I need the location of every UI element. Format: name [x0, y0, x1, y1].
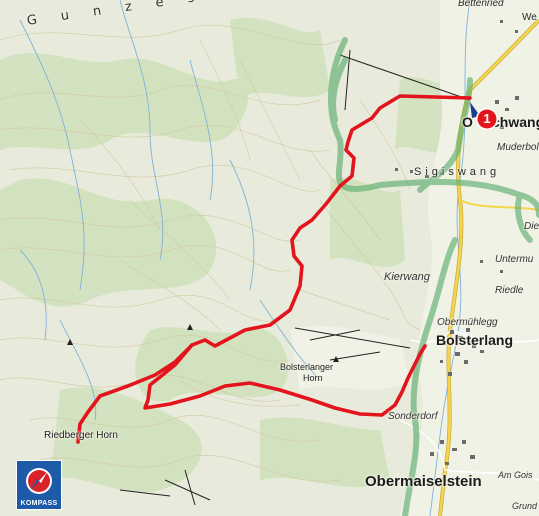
kompass-logo[interactable]: KOMPASS	[16, 460, 62, 510]
roads	[399, 18, 539, 516]
compass-icon	[26, 468, 52, 494]
ski-lifts	[119, 49, 471, 506]
settlement-buildings	[395, 20, 519, 465]
route-start-marker[interactable]: 1	[470, 102, 502, 138]
contour-lines	[0, 24, 421, 482]
map-pin-icon	[470, 102, 498, 130]
hiking-route	[76, 94, 472, 444]
kompass-brand-text: KOMPASS	[20, 500, 58, 507]
valley-floor	[290, 0, 539, 516]
hiking-route-loop	[143, 343, 427, 417]
route-start-number: 1	[483, 111, 491, 126]
peak-symbols	[67, 324, 339, 362]
boundary-line	[328, 37, 539, 516]
